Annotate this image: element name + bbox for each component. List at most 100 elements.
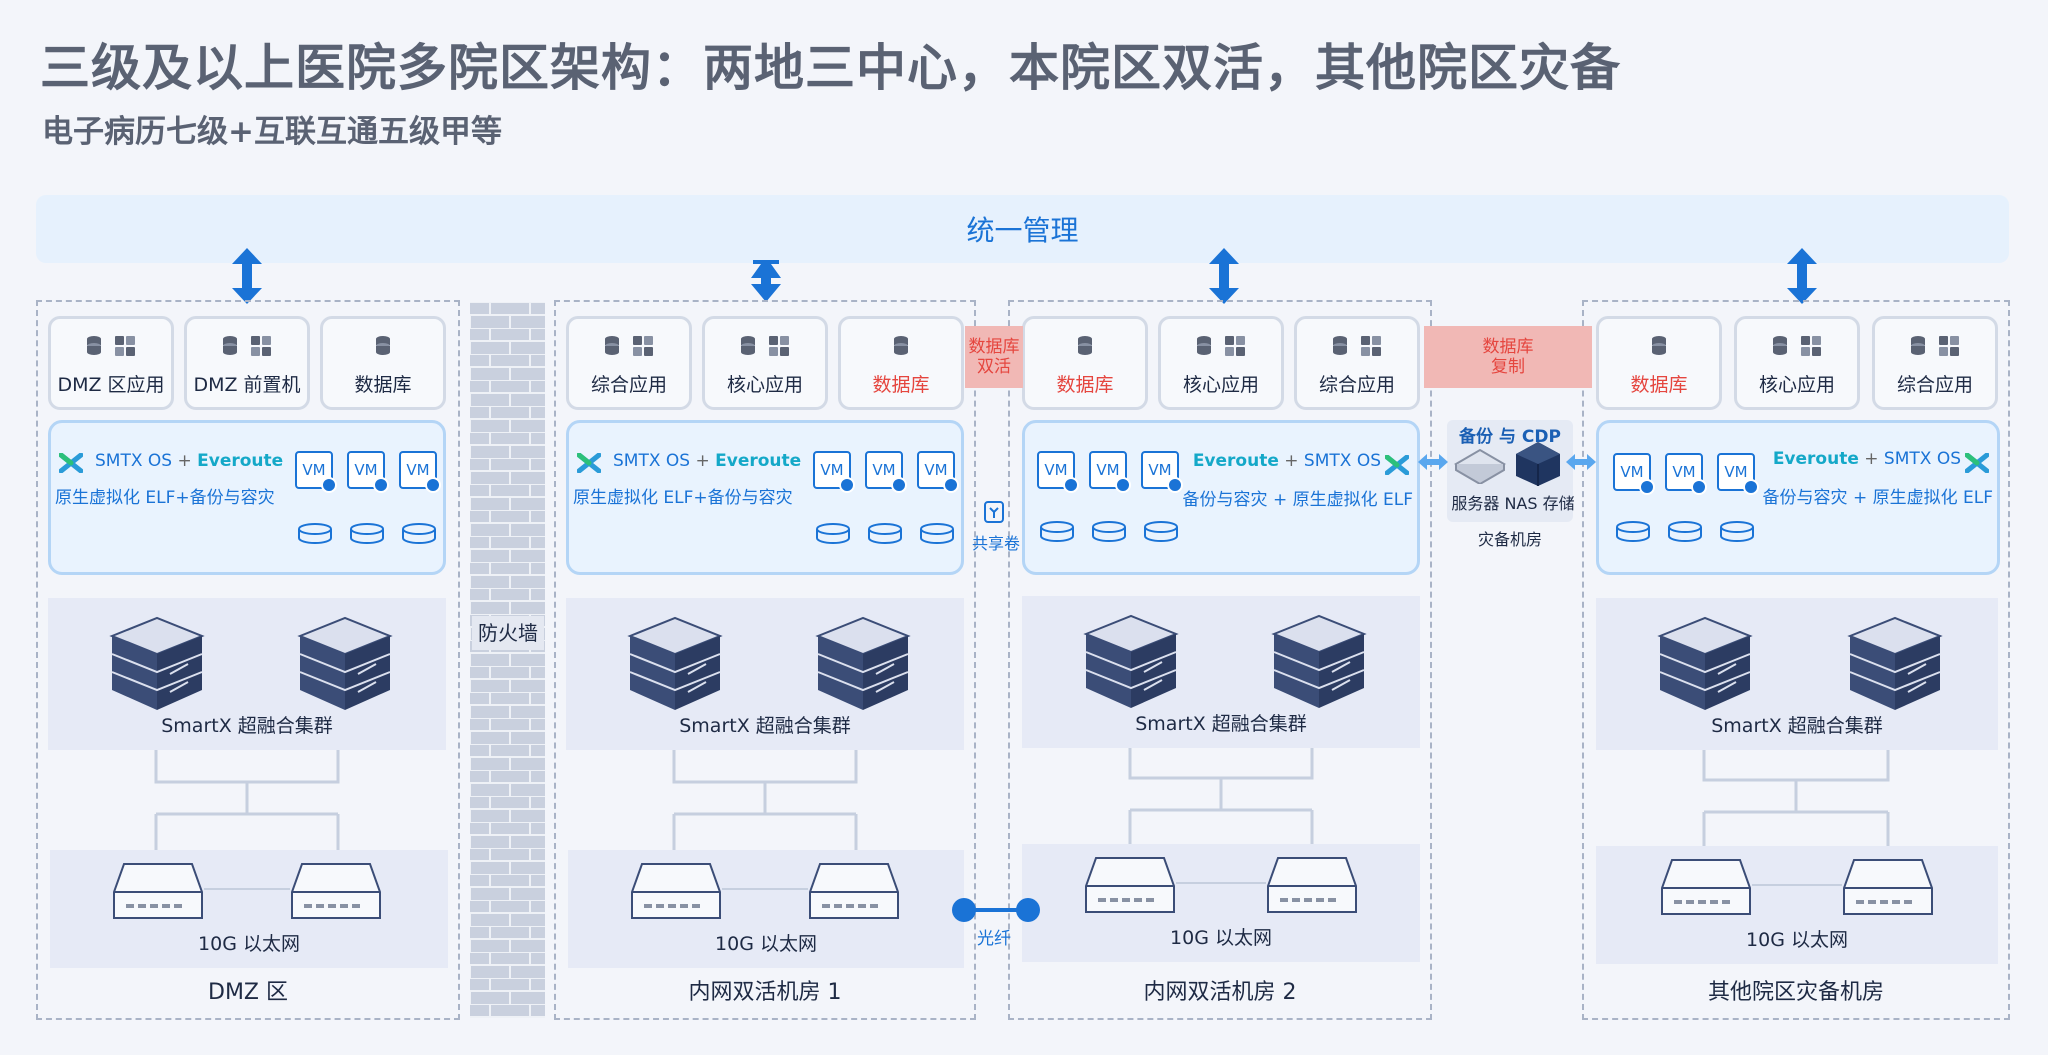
cluster-label: SmartX 超融合集群 xyxy=(1135,713,1307,735)
connector-lines xyxy=(1128,748,1314,844)
vm-icon: VM xyxy=(295,451,337,493)
app-card-label: DMZ 区应用 xyxy=(57,374,165,396)
shared-volume-icon xyxy=(984,501,1004,523)
disk-icon xyxy=(1668,521,1702,542)
disk-icon xyxy=(1616,521,1650,542)
connector-lines xyxy=(1702,750,1890,846)
network-label: 10G 以太网 xyxy=(198,933,300,955)
elf-backup-label: 备份与容灾 + 原生虚拟化 ELF xyxy=(1762,488,1993,508)
elf-backup-label: 原生虚拟化 ELF+备份与容灾 xyxy=(573,488,793,508)
database-card: 数据库 xyxy=(320,316,446,410)
app-card-label: 数据库 xyxy=(1056,374,1114,396)
database-icon xyxy=(223,336,237,355)
network-panel: 10G 以太网 xyxy=(1022,844,1420,962)
database-card: 数据库 xyxy=(1596,316,1722,410)
database-icon xyxy=(1333,336,1347,355)
db-active-link: 数据库 双活 xyxy=(965,326,1023,388)
cluster-label: SmartX 超融合集群 xyxy=(161,715,333,737)
switch-link xyxy=(1176,882,1266,884)
elf-backup-label: 备份与容灾 + 原生虚拟化 ELF xyxy=(1182,490,1413,510)
connector-lines xyxy=(672,750,858,850)
network-label: 10G 以太网 xyxy=(715,933,817,955)
disk-icon xyxy=(920,523,954,544)
smartx-logo-icon xyxy=(1965,453,1989,473)
switch-link xyxy=(1752,884,1842,886)
network-panel: 10G 以太网 xyxy=(50,850,448,968)
double-arrow-icon xyxy=(1787,248,1817,304)
fiber-link xyxy=(952,898,1040,922)
app-card: 综合应用 xyxy=(1294,316,1420,410)
vm-icon: VM xyxy=(813,451,855,493)
firewall-label: 防火墙 xyxy=(472,616,544,650)
smartx-logo-icon xyxy=(1385,455,1409,475)
db-active-label: 数据库 双活 xyxy=(968,337,1020,377)
database-icon xyxy=(87,336,101,355)
switch-link xyxy=(204,888,290,890)
apps-grid-icon xyxy=(1939,336,1959,356)
network-panel: 10G 以太网 xyxy=(1596,846,1998,964)
server-stack-icon xyxy=(297,616,393,710)
server-stack-icon xyxy=(627,616,723,710)
vm-icon: VM xyxy=(865,451,907,493)
connector-lines xyxy=(154,750,340,850)
software-panel: VM VM VM Everoute + SMTX OS 备份与容灾 + 原生虚拟… xyxy=(1022,420,1420,575)
zone-dmz: DMZ 区 xyxy=(36,300,460,1020)
network-switch-icon xyxy=(809,863,899,919)
server-stack-icon xyxy=(1271,614,1367,708)
vm-icon: VM xyxy=(347,451,389,493)
smartx-logo-icon xyxy=(59,453,83,473)
double-arrow-icon xyxy=(232,248,262,304)
everoute-label: Everoute xyxy=(1192,451,1279,471)
smtx-os-label: SMTX OS xyxy=(95,451,173,471)
network-switch-icon xyxy=(113,863,203,919)
disk-icon xyxy=(816,523,850,544)
disk-icon xyxy=(868,523,902,544)
disk-icon xyxy=(350,523,384,544)
smartx-logo-icon xyxy=(577,453,601,473)
fiber-label: 光纤 xyxy=(977,929,1011,949)
app-card: DMZ 前置机 xyxy=(184,316,310,410)
app-card-label: 数据库 xyxy=(1630,374,1688,396)
network-switch-icon xyxy=(1843,859,1933,915)
database-icon xyxy=(741,336,755,355)
app-card: 综合应用 xyxy=(1872,316,1998,410)
app-card: 核心应用 xyxy=(702,316,828,410)
disk-icon xyxy=(298,523,332,544)
app-card-label: 综合应用 xyxy=(590,374,667,396)
bidirectional-arrow-icon xyxy=(1418,454,1448,470)
app-card-label: 综合应用 xyxy=(1896,374,1973,396)
network-switch-icon xyxy=(291,863,381,919)
unified-management-label: 统一管理 xyxy=(966,214,1079,247)
switch-link xyxy=(722,888,808,890)
network-label: 10G 以太网 xyxy=(1746,929,1848,951)
cluster-panel: SmartX 超融合集群 xyxy=(1022,596,1420,748)
apps-grid-icon xyxy=(1361,336,1381,356)
apps-grid-icon xyxy=(251,336,271,356)
unified-management-bar: 统一管理 xyxy=(36,195,2009,263)
cluster-panel: SmartX 超融合集群 xyxy=(566,598,964,750)
vm-icon: VM xyxy=(1141,451,1183,493)
app-card: 核心应用 xyxy=(1734,316,1860,410)
firewall-wall xyxy=(470,302,545,1018)
vm-icon: VM xyxy=(1665,453,1707,495)
vm-icon: VM xyxy=(1613,453,1655,495)
disk-icon xyxy=(1144,521,1178,542)
database-icon xyxy=(605,336,619,355)
vm-icon: VM xyxy=(917,451,959,493)
backup-cdp-title: 备份 与 CDP xyxy=(1459,427,1561,447)
cluster-label: SmartX 超融合集群 xyxy=(1711,715,1883,737)
everoute-label: Everoute xyxy=(715,451,802,471)
nas-storage-icon xyxy=(1516,442,1560,486)
plus-sign: + xyxy=(1864,449,1879,469)
database-icon xyxy=(1652,336,1666,355)
software-panel: VM VM VM Everoute + SMTX OS 备份与容灾 + 原生虚拟… xyxy=(1596,420,2000,575)
double-arrow-icon xyxy=(1209,248,1239,304)
disk-icon xyxy=(1040,521,1074,542)
software-panel: SMTX OS + Everoute 原生虚拟化 ELF+备份与容灾 VM VM… xyxy=(566,420,964,575)
app-card-label: 核心应用 xyxy=(1182,374,1259,396)
app-card: DMZ 区应用 xyxy=(48,316,174,410)
shared-volume-label: 共享卷 xyxy=(971,534,1020,553)
vm-icon: VM xyxy=(399,451,441,493)
app-card: 核心应用 xyxy=(1158,316,1284,410)
network-switch-icon xyxy=(1085,857,1175,913)
